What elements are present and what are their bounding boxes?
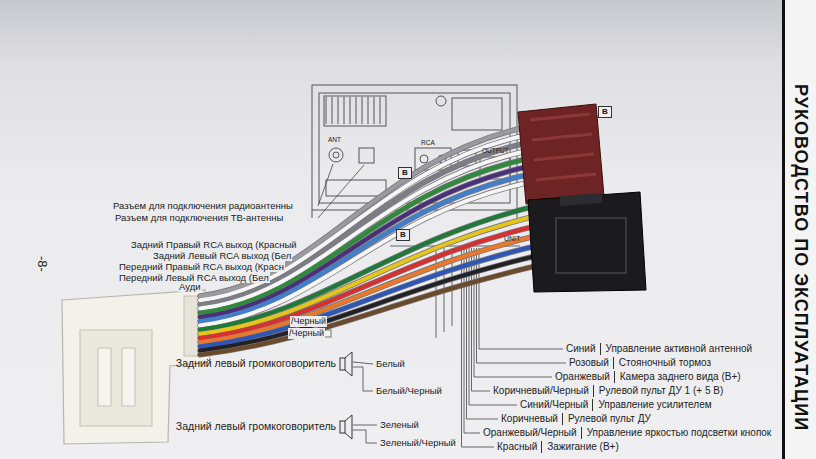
wire-function: Управление усилителем — [598, 399, 711, 411]
iso-connector — [528, 192, 646, 292]
leader-line — [318, 165, 364, 218]
wire-color: Белый — [376, 358, 405, 369]
wire-color: Коричневый/Черный — [493, 385, 589, 397]
connector-tag: B — [398, 167, 412, 179]
wire-color: Зеленый/Черный — [380, 437, 456, 448]
running-header: РУКОВОДСТВО ПО ЭКСПЛУАТАЦИИ — [789, 84, 811, 431]
wire-color: Красный — [497, 441, 537, 453]
iso-connector — [556, 218, 626, 273]
speaker-symbol — [340, 421, 345, 433]
connector-letter: B — [602, 107, 608, 117]
wire-function: Зажигание (B+) — [547, 441, 618, 453]
head-unit — [333, 152, 339, 158]
leader-line — [318, 164, 333, 206]
wire-function: Стояночный тормоз — [619, 357, 711, 369]
speaker-wire — [353, 367, 373, 391]
wire-function: Управление активной антенной — [606, 343, 753, 355]
head-unit — [329, 148, 343, 162]
panel-marking: UNIT — [504, 235, 520, 243]
separator-bar — [614, 371, 615, 383]
separator-bar — [593, 385, 594, 397]
head-unit — [436, 96, 446, 106]
speaker-wire — [353, 362, 377, 443]
header-rule — [782, 0, 816, 459]
connector-letter: B — [402, 168, 408, 178]
callout-label: /Черный — [288, 328, 325, 339]
head-unit — [324, 96, 386, 126]
speaker-wire — [353, 362, 373, 364]
wire-color: Оранжевый — [555, 371, 610, 383]
head-unit — [452, 98, 502, 130]
wire-color: Розовый — [569, 357, 609, 369]
head-unit — [326, 97, 380, 124]
wire-function: Рулевой пульт ДУ — [568, 413, 651, 425]
speaker-wire — [353, 430, 377, 443]
callout-label: Разъем для подключения радиоантенны — [113, 200, 293, 211]
speaker-symbol — [345, 352, 352, 376]
wire-color: Белый/Черный — [376, 385, 442, 396]
speaker-label: Задний левый громкоговоритель — [176, 420, 336, 433]
wire-color: Коричневый — [501, 413, 558, 425]
harness-plug — [80, 330, 152, 426]
wire-color: Зеленый — [380, 419, 419, 430]
separator-bar — [592, 399, 593, 411]
wire-color: Оранжевый/Черный — [483, 427, 577, 439]
head-unit — [359, 148, 374, 163]
separator-bar — [600, 343, 601, 355]
page-number: -8- — [34, 256, 50, 272]
callout-label: /Черный — [290, 316, 327, 327]
wire-function: Управление яркостью подсветки кнопок — [587, 427, 772, 439]
speaker-label: Задний левый громкоговоритель — [176, 357, 336, 370]
header-rule — [785, 0, 816, 459]
header-rule — [782, 0, 785, 459]
wire-color: Синий/Черный — [520, 399, 588, 411]
harness-plug — [122, 348, 135, 406]
separator-bar — [562, 413, 563, 425]
separator-bar — [613, 357, 614, 369]
speaker-symbol — [340, 358, 345, 370]
harness-plug — [98, 348, 111, 406]
speaker-wire — [353, 425, 377, 426]
connector-tag: B — [598, 106, 612, 118]
head-unit — [420, 155, 428, 163]
wire-color: Синий — [566, 343, 596, 355]
iso-connector — [518, 104, 604, 204]
callout-label: Разъем для подключения ТВ-антенны — [115, 212, 283, 223]
callout-label: Передний Правый RCA выход (Красн — [118, 261, 285, 272]
separator-bar — [581, 427, 582, 439]
connector-tag: B — [396, 229, 410, 241]
speaker-symbol — [345, 415, 352, 439]
iso-connector — [560, 193, 602, 206]
callout-label: Задний Левый RCA выход (Бел — [152, 250, 292, 261]
wire-function: Рулевой пульт ДУ 1 (+ 5 В) — [599, 385, 723, 397]
connector-letter: B — [400, 230, 406, 240]
callout-label: Ауди — [178, 281, 202, 292]
separator-bar — [541, 441, 542, 453]
panel-marking: OUTPUT — [482, 147, 509, 155]
wire-function: Камера заднего вида (B+) — [620, 371, 741, 383]
head-unit — [326, 180, 386, 196]
speaker-symbol — [340, 352, 352, 439]
panel-marking: RCA — [421, 139, 435, 147]
panel-marking: ANT — [328, 136, 341, 144]
iso-connector — [530, 114, 596, 180]
callout-label: Задний Правый RCA выход (Красный — [130, 239, 298, 250]
iso-connector — [518, 104, 646, 292]
